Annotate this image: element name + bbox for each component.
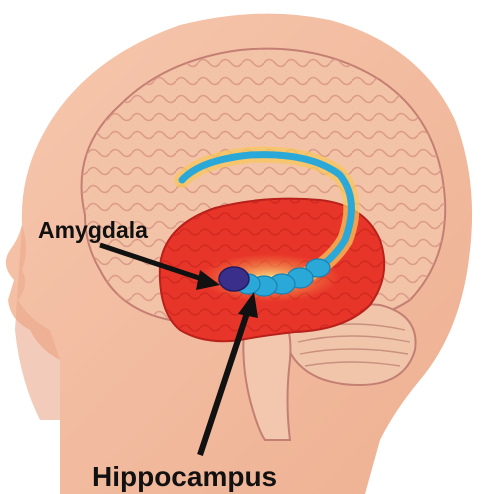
amygdala-label: Amygdala — [38, 217, 148, 243]
hippocampus-label: Hippocampus — [92, 461, 277, 492]
amygdala — [219, 267, 249, 291]
